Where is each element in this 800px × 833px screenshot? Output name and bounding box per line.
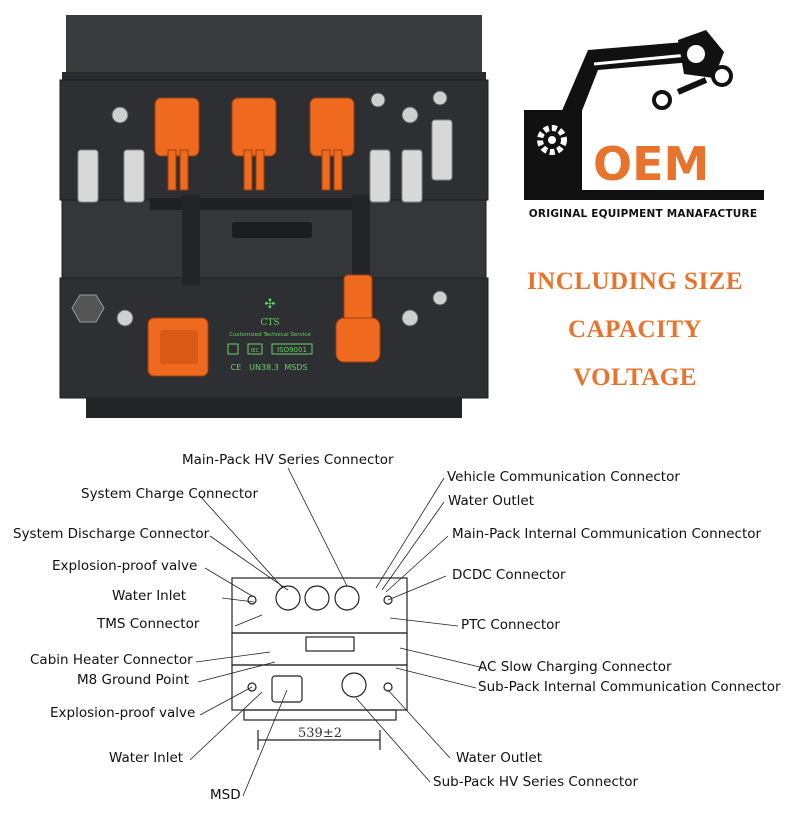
callout-explosion-proof-valve-upper: Explosion-proof valve — [52, 558, 198, 574]
dimension-label: 539±2 — [298, 726, 342, 741]
callout-sub-pack-internal-communication-connector: Sub-Pack Internal Communication Connecto… — [478, 679, 781, 695]
connector-diagram: 539±2 — [189, 467, 485, 797]
callout-main-pack-internal-communication-connector: Main-Pack Internal Communication Connect… — [452, 526, 762, 542]
brand-tagline: Customized Technical Service — [229, 332, 311, 338]
brand-name: CTS — [260, 318, 279, 328]
cert-ce: CE — [231, 363, 242, 372]
svg-text:✣: ✣ — [265, 297, 276, 312]
oem-robot-arm-logo: OEM — [524, 30, 764, 200]
callout-main-pack-hv-series-connector: Main-Pack HV Series Connector — [182, 452, 394, 468]
oem-title: OEM — [593, 137, 709, 191]
callout-system-discharge-connector: System Discharge Connector — [13, 526, 210, 542]
promo-line-voltage: VOLTAGE — [573, 364, 697, 391]
callout-system-charge-connector: System Charge Connector — [81, 486, 258, 502]
callout-water-outlet-lower: Water Outlet — [456, 750, 543, 766]
oem-caption: ORIGINAL EQUIPMENT MANAFACTURE — [528, 208, 758, 220]
cert-iso: ISO9001 — [277, 346, 307, 354]
cert-msds: MSDS — [284, 363, 307, 372]
callout-explosion-proof-valve-lower: Explosion-proof valve — [50, 705, 196, 721]
callout-water-outlet-upper: Water Outlet — [448, 493, 535, 509]
callout-vehicle-communication-connector: Vehicle Communication Connector — [447, 469, 680, 485]
cert-un: UN38.3 — [249, 363, 279, 372]
diagram-middle-module — [231, 632, 408, 666]
diagram-lower-module — [231, 664, 408, 711]
callout-msd: MSD — [210, 787, 241, 803]
callout-water-inlet-lower: Water Inlet — [109, 750, 184, 766]
callout-ac-slow-charging-connector: AC Slow Charging Connector — [478, 659, 672, 675]
callout-dcdc-connector: DCDC Connector — [452, 567, 566, 583]
battery-pack-photo: ✣ CTS Customized Technical Service IEC I… — [59, 15, 489, 418]
callout-water-inlet-upper: Water Inlet — [112, 588, 187, 604]
callout-tms-connector: TMS Connector — [97, 616, 200, 632]
callout-cabin-heater-connector: Cabin Heater Connector — [30, 652, 193, 668]
callout-m8-ground-point: M8 Ground Point — [77, 672, 189, 688]
promo-line-size: INCLUDING SIZE — [526, 268, 744, 295]
callout-sub-pack-hv-series-connector: Sub-Pack HV Series Connector — [433, 774, 639, 790]
promo-line-capacity: CAPACITY — [567, 316, 703, 343]
callout-ptc-connector: PTC Connector — [461, 617, 560, 633]
cert-iec: IEC — [251, 348, 260, 354]
